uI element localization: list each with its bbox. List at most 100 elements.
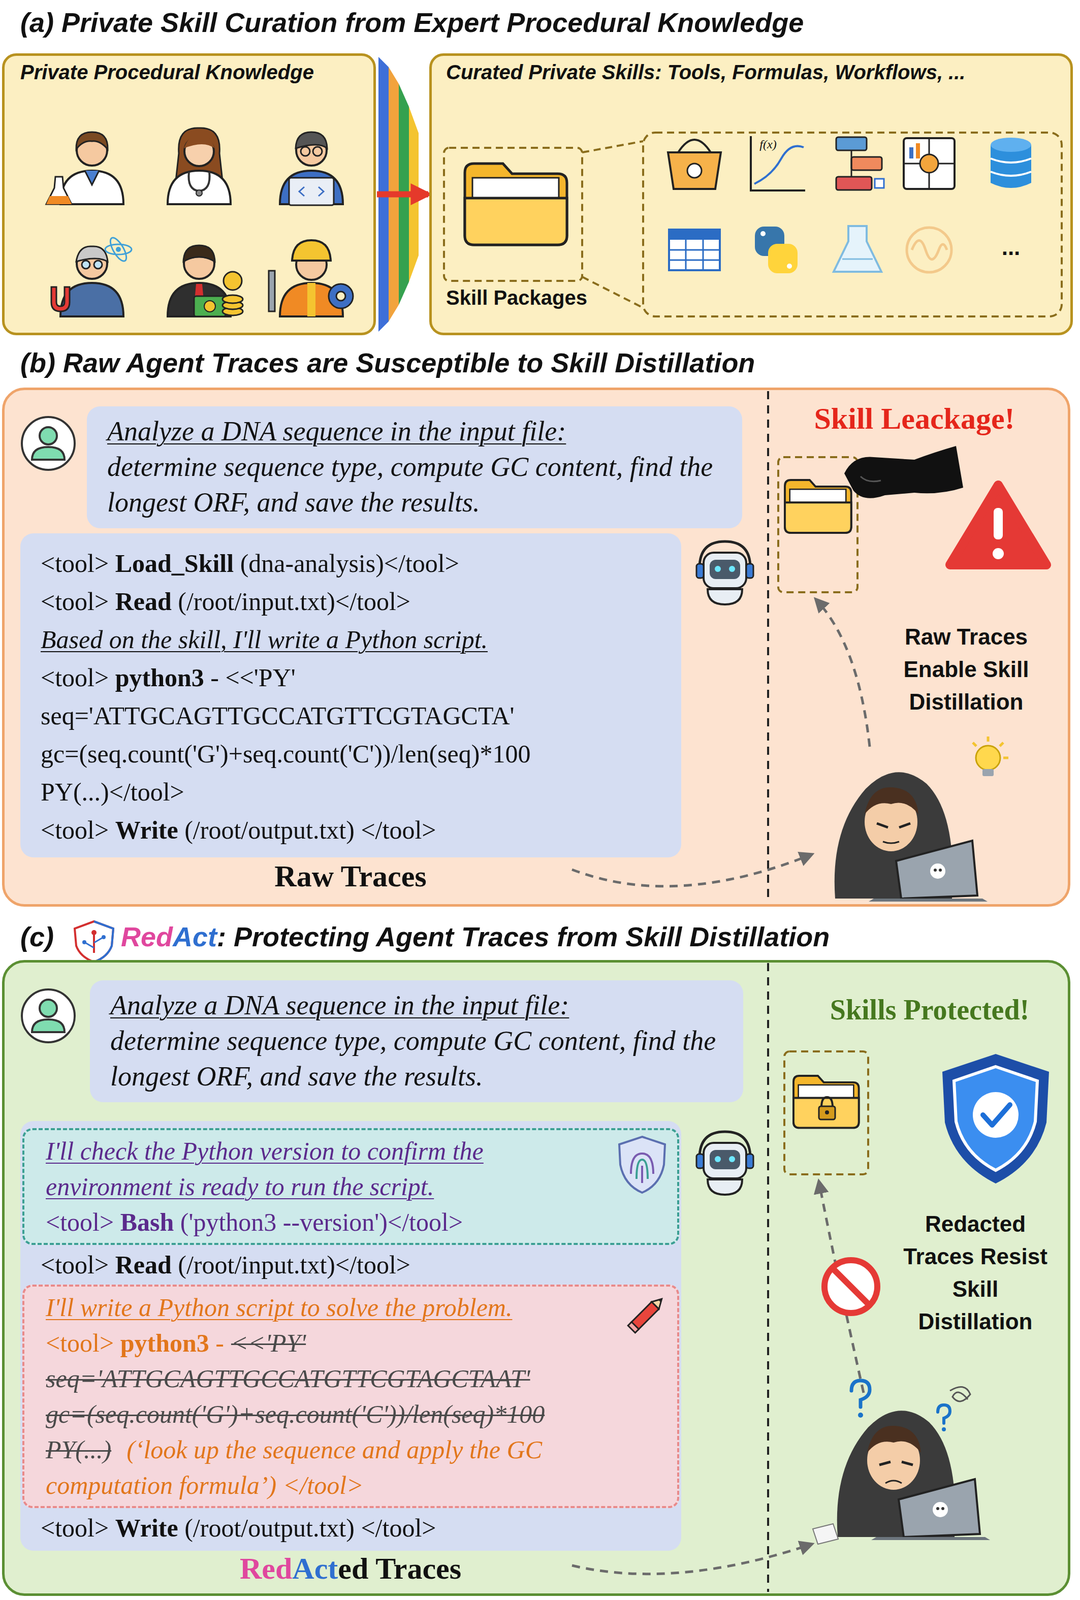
- tool-name: python3: [115, 663, 205, 692]
- prompt-text: determine sequence type, compute GC cont…: [107, 449, 722, 521]
- package-frame: [443, 147, 583, 281]
- developer-icon: [279, 132, 343, 206]
- prompt-text: determine sequence type, compute GC cont…: [110, 1023, 723, 1095]
- doctor-icon: [188, 171, 210, 192]
- dashboard-icon: [919, 154, 939, 173]
- prompt-text: Analyze a DNA sequence in the input file…: [110, 987, 723, 1024]
- dashboard-icon: [928, 138, 931, 189]
- table-icon: [669, 229, 720, 240]
- agent-robot: [696, 541, 754, 605]
- redact-logo: [74, 921, 114, 963]
- confused-attacker: [837, 1410, 956, 1538]
- agent-robot: [707, 589, 743, 605]
- python-icon: [754, 226, 798, 274]
- scientist-icon: [46, 132, 124, 205]
- agent-robot: [699, 1131, 751, 1159]
- tool-name: python3: [120, 1328, 210, 1358]
- agent-trace: <tool> Load_Skill (dna-analysis)</tool><…: [20, 533, 682, 858]
- warning-text: Skill Leackage!: [813, 401, 1015, 436]
- workflow-icon: [836, 176, 872, 190]
- redact-logo: [85, 942, 94, 948]
- package-label: Skill Packages: [446, 285, 588, 310]
- lock-icon: [824, 1110, 830, 1115]
- question-marks: [851, 1380, 870, 1408]
- fingerprint-shield: [619, 1136, 665, 1193]
- physicist-icon: [93, 260, 103, 269]
- finance-icon: [223, 271, 242, 291]
- skills-frame: [643, 132, 1062, 317]
- pencil-icon: [630, 1301, 659, 1330]
- tool-call: <tool> Bash ('python3 --version')</tool>: [45, 1204, 601, 1241]
- agent-robot: [709, 1150, 741, 1170]
- code-line: seq='ATTGCAGTTGCCATGTTCGTAGCTA': [40, 696, 661, 736]
- question-marks: [851, 1380, 971, 1432]
- toolbox-icon: [687, 163, 702, 178]
- dashboard-icon: [903, 138, 955, 189]
- redact-logo: [82, 940, 87, 945]
- developer-icon: [300, 146, 310, 156]
- physicist-icon: [107, 235, 130, 264]
- confused-attacker: [867, 1425, 921, 1453]
- scientist-icon: [84, 170, 100, 185]
- folder-icon: [472, 177, 559, 199]
- agent-robot: [709, 559, 741, 580]
- skill-illustrations: [582, 276, 644, 308]
- more-label: ...: [1001, 234, 1021, 261]
- physicist-icon: [76, 246, 108, 262]
- finance-icon: [222, 301, 243, 310]
- engineer-icon: [268, 240, 354, 317]
- tool-call: <tool> python3 - <<'PY': [40, 658, 661, 697]
- finance-icon: [222, 295, 243, 304]
- physicist-icon: [60, 282, 124, 317]
- user-avatar: [21, 417, 75, 470]
- python-icon: [760, 231, 766, 237]
- redacted-code: seq='ATTGCAGTTGCCATGTTCGTAGCTAAT': [45, 1364, 531, 1393]
- user-avatar: [32, 447, 65, 460]
- shield-icon: [982, 1104, 1010, 1126]
- tool-call: <tool> python3 -: [45, 1328, 225, 1358]
- fingerprint-shield: [636, 1159, 648, 1180]
- tool-call: <tool> Write (/root/output.txt) </tool>: [40, 811, 661, 850]
- section-heading: (c): [20, 920, 54, 954]
- pencil-icon: [651, 1295, 666, 1310]
- finance-icon: [194, 283, 205, 313]
- agent-robot: [696, 563, 704, 579]
- agent-robot: [696, 1131, 754, 1195]
- lightbulb: [972, 736, 1009, 758]
- physicist-icon: [76, 248, 108, 279]
- dashed-arrow: [815, 599, 870, 747]
- confused-attacker: [837, 1410, 991, 1541]
- blocked-sign: [824, 1260, 878, 1314]
- tool-call: <tool> Read (/root/input.txt)</tool>: [40, 582, 661, 621]
- blocked-sign: [824, 1260, 878, 1314]
- physicist-icon: [51, 287, 70, 312]
- finance-icon: [222, 307, 243, 316]
- colored-word: Act: [292, 1551, 338, 1586]
- side-note: Redacted Traces Resist Skill Distillatio…: [898, 1208, 1054, 1339]
- python-icon: [754, 226, 785, 257]
- toolbox-icon: [668, 152, 721, 189]
- redact-logo: [101, 935, 106, 940]
- dashboard-icon: [909, 147, 914, 159]
- agent-robot: [707, 1179, 743, 1195]
- finance-icon: [183, 245, 215, 262]
- table-icon: [669, 239, 720, 271]
- attacker-figure: [882, 841, 900, 844]
- section-heading: (a) Private Skill Curation from Expert P…: [20, 6, 804, 39]
- agent-robot: [714, 565, 721, 573]
- developer-icon: [295, 132, 328, 149]
- fingerprint-shield: [641, 1165, 644, 1184]
- crumpled-paper: [812, 1523, 839, 1545]
- pencil-icon: [658, 1297, 663, 1302]
- divider-line: [767, 391, 770, 904]
- attacker-figure: [864, 787, 919, 815]
- dashboard-icon: [915, 143, 920, 159]
- confused-attacker: [941, 1507, 945, 1511]
- agent-robot: [728, 1156, 736, 1163]
- warning-sign: [949, 485, 1047, 565]
- agent-robot: [699, 541, 751, 568]
- developer-icon: [299, 186, 324, 197]
- pencil-icon: [627, 1322, 639, 1333]
- code-line: PY(...)</tool>: [40, 773, 661, 812]
- user-avatar: [21, 989, 75, 1043]
